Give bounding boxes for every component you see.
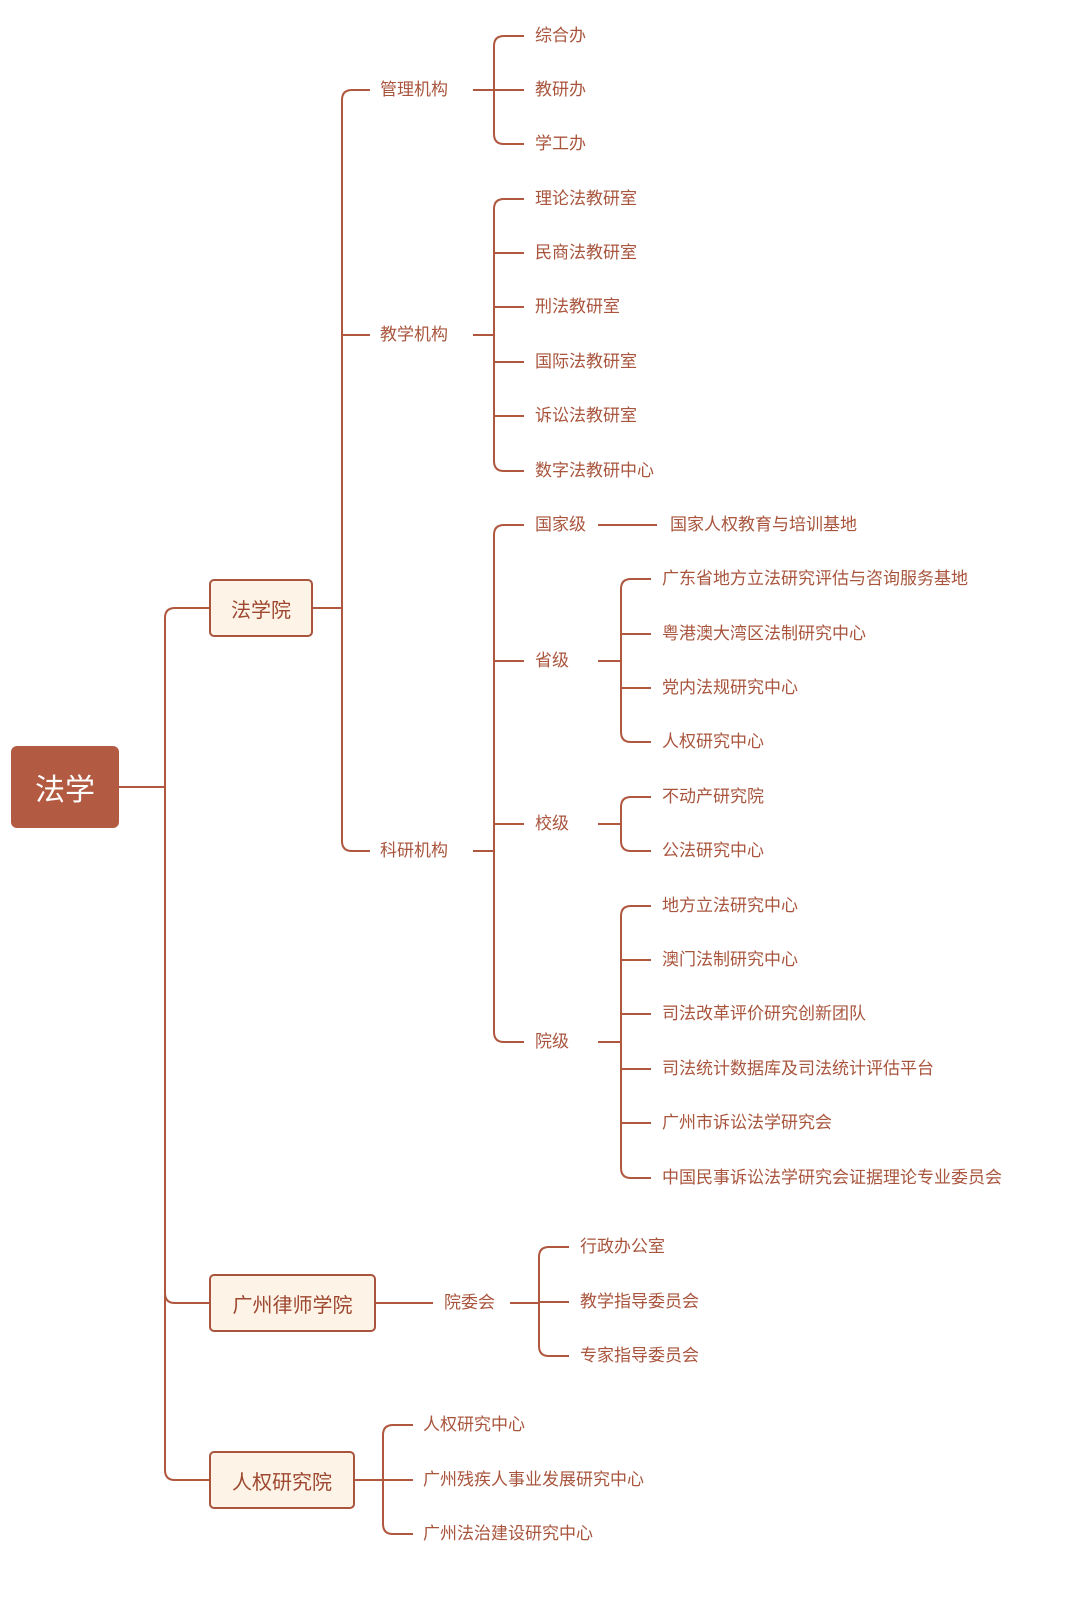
node-faxueyuan[interactable]: 法学院 <box>209 579 313 637</box>
leaf-renquan-1[interactable]: 广州残疾人事业发展研究中心 <box>423 1470 644 1490</box>
leaf-renquan-0[interactable]: 人权研究中心 <box>423 1415 525 1435</box>
node-renquan[interactable]: 人权研究院 <box>209 1451 355 1509</box>
leaf-weiyuanhui-0[interactable]: 行政办公室 <box>580 1237 665 1257</box>
leaf-yuan-4[interactable]: 广州市诉讼法学研究会 <box>662 1113 832 1133</box>
leaf-guanli-2[interactable]: 学工办 <box>535 134 586 154</box>
connector-guanli <box>473 35 524 145</box>
leaf-yuan-3[interactable]: 司法统计数据库及司法统计评估平台 <box>662 1059 934 1079</box>
leaf-jiaoxue-4[interactable]: 诉讼法教研室 <box>535 406 637 426</box>
node-weiyuanhui[interactable]: 院委会 <box>444 1293 495 1313</box>
leaf-yuan-2[interactable]: 司法改革评价研究创新团队 <box>662 1004 866 1024</box>
connector-jiaoxue <box>473 198 524 472</box>
node-keyan[interactable]: 科研机构 <box>380 841 448 861</box>
leaf-sheng-0[interactable]: 广东省地方立法研究评估与咨询服务基地 <box>662 569 968 589</box>
node-sheng[interactable]: 省级 <box>535 651 569 671</box>
node-guojia[interactable]: 国家级 <box>535 515 586 535</box>
node-yuan[interactable]: 院级 <box>535 1032 569 1052</box>
leaf-yuan-0[interactable]: 地方立法研究中心 <box>662 896 798 916</box>
connector-root <box>119 607 210 1481</box>
leaf-sheng-1[interactable]: 粤港澳大湾区法制研究中心 <box>662 624 866 644</box>
leaf-guanli-0[interactable]: 综合办 <box>535 26 586 46</box>
connector-keyan <box>473 524 524 1043</box>
leaf-jiaoxue-0[interactable]: 理论法教研室 <box>535 189 637 209</box>
connector-renquan <box>355 1424 413 1535</box>
connector-faxueyuan <box>313 89 370 852</box>
leaf-guanli-1[interactable]: 教研办 <box>535 80 586 100</box>
leaf-yuan-5[interactable]: 中国民事诉讼法学研究会证据理论专业委员会 <box>662 1168 1002 1188</box>
leaf-jiaoxue-1[interactable]: 民商法教研室 <box>535 243 637 263</box>
node-lvshi[interactable]: 广州律师学院 <box>209 1274 376 1332</box>
leaf-renquan-2[interactable]: 广州法治建设研究中心 <box>423 1524 593 1544</box>
leaf-xiao-1[interactable]: 公法研究中心 <box>662 841 764 861</box>
leaf-jiaoxue-3[interactable]: 国际法教研室 <box>535 352 637 372</box>
node-jiaoxue[interactable]: 教学机构 <box>380 325 448 345</box>
node-guanli[interactable]: 管理机构 <box>380 80 448 100</box>
connector-sheng <box>598 578 651 743</box>
leaf-yuan-1[interactable]: 澳门法制研究中心 <box>662 950 798 970</box>
connector-yuan <box>598 905 651 1179</box>
leaf-jiaoxue-5[interactable]: 数字法教研中心 <box>535 461 654 481</box>
root-node[interactable]: 法学 <box>11 746 119 828</box>
node-xiao[interactable]: 校级 <box>535 814 569 834</box>
leaf-weiyuanhui-1[interactable]: 教学指导委员会 <box>580 1292 699 1312</box>
leaf-sheng-2[interactable]: 党内法规研究中心 <box>662 678 798 698</box>
leaf-weiyuanhui-2[interactable]: 专家指导委员会 <box>580 1346 699 1366</box>
leaf-sheng-3[interactable]: 人权研究中心 <box>662 732 764 752</box>
leaf-xiao-0[interactable]: 不动产研究院 <box>662 787 764 807</box>
leaf-jiaoxue-2[interactable]: 刑法教研室 <box>535 297 620 317</box>
leaf-guojia-0[interactable]: 国家人权教育与培训基地 <box>670 515 857 535</box>
connector-xiao <box>598 796 651 852</box>
connector-weiyuanhui <box>510 1246 569 1357</box>
